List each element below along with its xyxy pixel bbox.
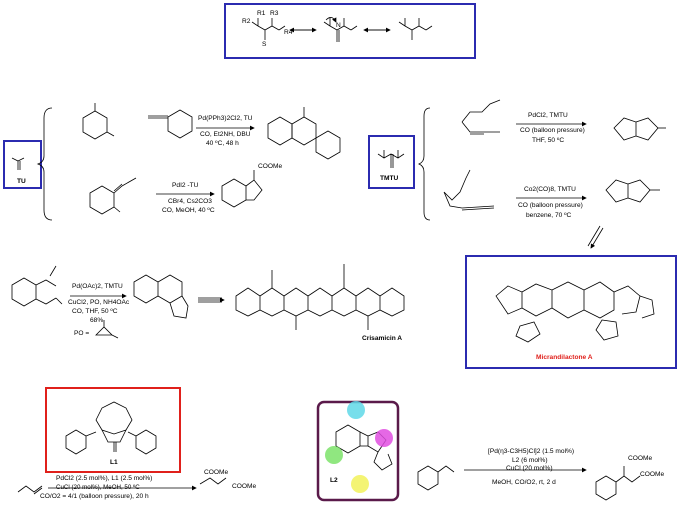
- tu-r2-cond-1: CBr4, Cs2CO3: [168, 198, 212, 205]
- l2-label: L2: [330, 477, 338, 484]
- l1-structure: [65, 401, 157, 455]
- resonance-label-r1: R1: [257, 10, 266, 17]
- resonance-box: [224, 3, 476, 59]
- crisamicin-yield: 68%: [90, 317, 104, 324]
- l2-cond-2: CuCl (20 mol%): [506, 465, 553, 472]
- l1-label: L1: [110, 459, 118, 466]
- tu-r2-product-group: COOMe: [258, 163, 283, 170]
- resonance-label-r3: R3: [270, 10, 279, 17]
- l2-product-group-2: COOMe: [640, 471, 665, 478]
- l2-reagent: [Pd(η3-C3H5)Cl]2 (1.5 mol%): [488, 448, 575, 455]
- crisamicin-a-structure: [235, 264, 405, 330]
- tmtu-r1-cond-2: THF, 50 ºC: [532, 137, 565, 144]
- tu-r2-cond-2: CO, MeOH, 40 ºC: [162, 207, 215, 214]
- l1-product-group-2: COOMe: [232, 483, 257, 490]
- l1-reagent: PdCl2 (2.5 mol%), L1 (2.5 mol%): [56, 475, 153, 482]
- tu-box: [3, 140, 42, 189]
- resonance-label-s: S: [262, 41, 267, 48]
- crisamicin-intermediate-structure: [133, 274, 189, 319]
- crisamicin-sm-structure: [11, 265, 63, 307]
- micrandilactone-name: Micrandilactone A: [536, 354, 593, 361]
- tmtu-r2-cond-2: benzene, 70 ºC: [526, 212, 572, 219]
- resonance-structures: [251, 17, 433, 42]
- tu-label: TU: [17, 178, 26, 185]
- l2-cond-3: MeOH, CO/O2, rt, 2 d: [492, 479, 556, 486]
- po-label: PO =: [74, 330, 90, 337]
- tmtu-box: [368, 135, 415, 189]
- micrandilactone-box: [465, 255, 677, 369]
- tmtu-r2-reagent: Co2(CO)8, TMTU: [524, 186, 576, 193]
- tmtu-r1-reagent: PdCl2, TMTU: [528, 112, 568, 119]
- tmtu-r1-cond-1: CO (balloon pressure): [520, 127, 585, 134]
- tmtu-r2-cond-1: CO (balloon pressure): [518, 202, 583, 209]
- l1-reaction-structures: [17, 477, 227, 495]
- tu-r1-reagent: Pd(PPh3)2Cl2, TU: [198, 115, 253, 122]
- resonance-label-n: N: [336, 22, 341, 29]
- tmtu-structure: [377, 150, 405, 168]
- l1-product-group-1: COOMe: [204, 469, 229, 476]
- tu-reaction-2-structures: [89, 170, 263, 215]
- tmtu-brace: [417, 107, 431, 221]
- tu-structure: [11, 157, 25, 170]
- l1-cond-1: CuCl (20 mol%), MeOH, 50 ºC: [56, 484, 140, 491]
- l1-box: [45, 387, 181, 473]
- tmtu-label: TMTU: [380, 175, 399, 182]
- resonance-label-r2: R2: [242, 18, 251, 25]
- r3-highlight: [375, 429, 393, 447]
- l2-product-group-1: COOMe: [628, 455, 653, 462]
- crisamicin-cond-2: CO, THF, 50 ºC: [72, 308, 118, 315]
- crisamicin-cond-1: CuCl2, PO, NH4OAc: [68, 299, 130, 306]
- l1-cond-2: CO/O2 = 4/1 (balloon pressure), 20 h: [40, 493, 149, 500]
- tu-r2-reagent: PdI2 -TU: [172, 182, 199, 189]
- l2-reaction-structures: [417, 465, 641, 501]
- micrandilactone-structure: [495, 281, 655, 343]
- tu-brace: [36, 107, 53, 221]
- tu-r1-cond-1: CO, Et2NH, DBU: [200, 131, 251, 138]
- tu-reaction-1-structures: [82, 103, 341, 160]
- r2-highlight: [347, 401, 365, 419]
- crisamicin-arrow-2: [198, 298, 224, 302]
- crisamicin-a-name: Crisamicin A: [362, 335, 403, 342]
- resonance-label-r4: R4: [284, 29, 293, 36]
- l2-cond-1: L2 (6 mol%): [512, 457, 548, 464]
- crisamicin-reagent: Pd(OAc)2, TMTU: [72, 283, 123, 290]
- tmtu-reaction-2-structures: [443, 169, 660, 211]
- r5-highlight: [351, 475, 369, 493]
- tmtu-reaction-1-structures: [461, 99, 666, 141]
- tu-r1-cond-2: 40 ºC, 48 h: [206, 140, 239, 147]
- r1-highlight: [325, 446, 343, 464]
- retro-arrow: [588, 225, 604, 248]
- po-epoxide: [95, 320, 119, 339]
